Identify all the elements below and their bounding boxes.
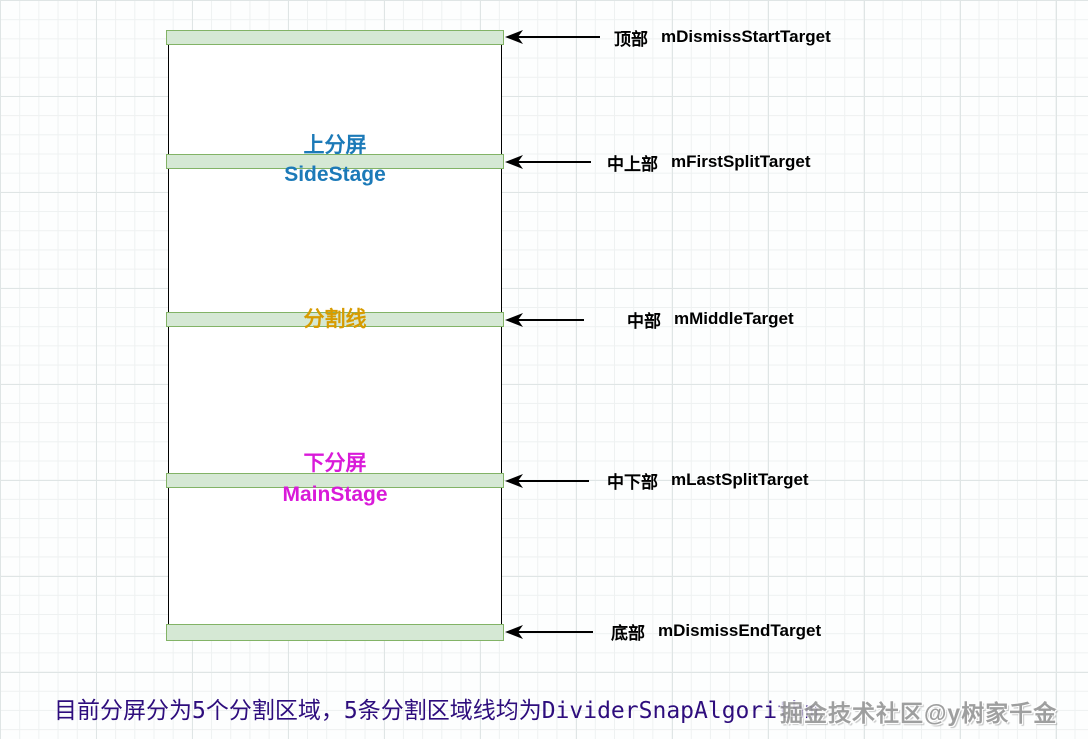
target-label-top: 顶部 mDismissStartTarget xyxy=(614,25,831,49)
arrow-first-split xyxy=(505,155,591,169)
divider-label: 分割线 xyxy=(303,308,367,331)
snap-target-bar-top xyxy=(166,30,504,45)
snap-target-bar-bottom xyxy=(166,624,504,641)
screen-rectangle xyxy=(168,44,502,640)
target-label-bottom: 底部 mDismissEndTarget xyxy=(611,619,821,643)
target-label-first-split: 中上部 mFirstSplitTarget xyxy=(607,150,810,174)
target-label-first-split-code: mFirstSplitTarget xyxy=(671,152,811,171)
snap-target-bar-first-split xyxy=(166,154,504,169)
main-stage-label-en: MainStage xyxy=(282,483,388,506)
target-label-middle-code: mMiddleTarget xyxy=(674,309,794,328)
arrow-bottom xyxy=(505,625,593,639)
caption-text: 目前分屏分为5个分割区域，5条分割区域线均为DividerSnapAlgorit… xyxy=(54,698,819,724)
target-label-last-split-code: mLastSplitTarget xyxy=(671,470,809,489)
target-label-bottom-zh: 底部 xyxy=(611,623,645,643)
target-label-top-code: mDismissStartTarget xyxy=(661,27,831,46)
target-label-bottom-code: mDismissEndTarget xyxy=(658,621,822,640)
snap-target-bar-last-split xyxy=(166,473,504,488)
side-stage-label-zh: 上分屏 xyxy=(303,134,367,157)
arrow-last-split xyxy=(505,474,589,488)
target-label-top-zh: 顶部 xyxy=(614,29,648,49)
target-label-middle-zh: 中部 xyxy=(627,311,661,331)
arrow-middle xyxy=(505,313,584,327)
snap-target-bar-middle xyxy=(166,312,504,327)
target-label-middle: 中部 mMiddleTarget xyxy=(627,307,794,331)
main-stage-label-zh: 下分屏 xyxy=(303,452,367,475)
target-label-last-split: 中下部 mLastSplitTarget xyxy=(607,468,809,492)
side-stage-label-en: SideStage xyxy=(284,163,386,186)
target-label-last-split-zh: 中下部 xyxy=(607,472,658,492)
watermark-text: 掘金技术社区@y树家千金 xyxy=(780,700,1058,726)
arrow-top xyxy=(505,30,600,44)
target-label-first-split-zh: 中上部 xyxy=(607,154,658,174)
